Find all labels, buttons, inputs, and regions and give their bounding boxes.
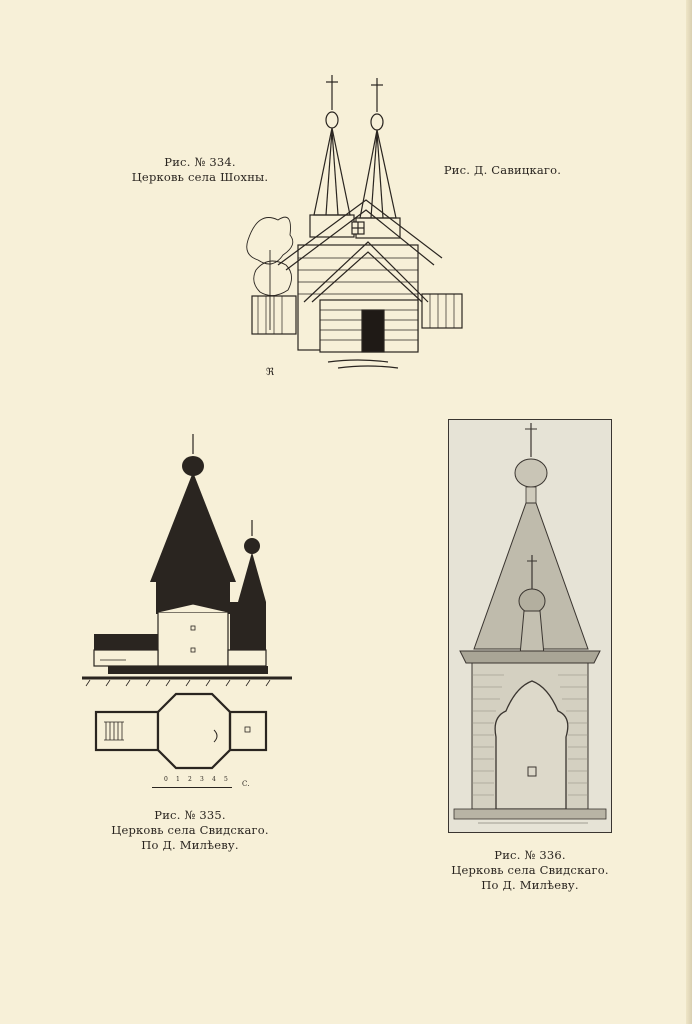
scale-label: 3 — [200, 776, 204, 783]
scale-label: 0 — [164, 776, 168, 783]
fig336-title: Церковь села Свидскаго. — [451, 863, 609, 877]
fig336-credit: По Д. Милѣеву. — [481, 878, 579, 892]
fig334-number: Рис. № 334. — [164, 155, 236, 169]
fig336-church-drawing — [448, 419, 612, 833]
fig334-caption: Рис. № 334. Церковь села Шохны. — [120, 155, 280, 185]
fig335-title: Церковь села Свидскаго. — [111, 823, 269, 837]
scale-label: 4 — [212, 776, 216, 783]
fig334-title: Церковь села Шохны. — [131, 170, 269, 184]
fig335-elevation — [82, 434, 292, 687]
fig334-credit: Рис. Д. Савицкаго. — [443, 163, 562, 177]
fig336-number: Рис. № 336. — [494, 848, 566, 862]
scale-label: С. — [242, 780, 250, 788]
fig335-floor-plan — [94, 692, 268, 770]
svg-text:ℜ: ℜ — [266, 367, 275, 378]
fig335-scale-bar: 0 1 2 3 4 5 С. — [152, 776, 262, 794]
scale-label: 2 — [188, 776, 192, 783]
fig335-number: Рис. № 335. — [154, 808, 226, 822]
fig335-caption: Рис. № 335. Церковь села Свидскаго. По Д… — [100, 808, 280, 853]
scale-label: 5 — [224, 776, 228, 783]
fig335-credit: По Д. Милѣеву. — [141, 838, 239, 852]
scale-label: 1 — [176, 776, 180, 783]
fig334-church-sketch: ℜ — [246, 75, 463, 378]
fig336-caption: Рис. № 336. Церковь села Свидскаго. По Д… — [440, 848, 620, 893]
